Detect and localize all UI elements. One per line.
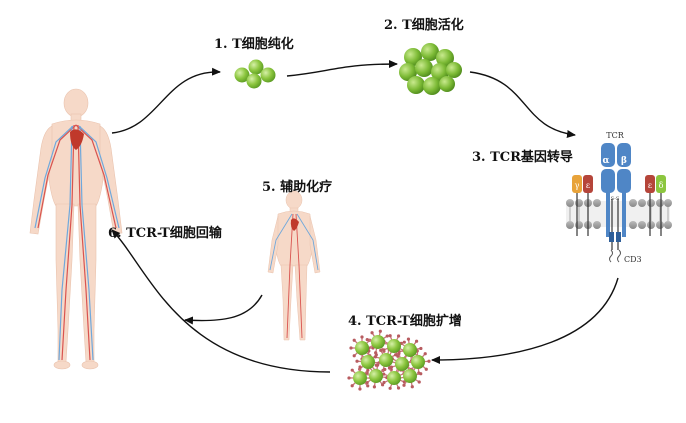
arrow-step2-to-step3 <box>470 72 575 135</box>
expanded-cell <box>403 343 417 357</box>
step-6-label: 6. TCR-T细胞回输 <box>108 222 222 241</box>
epsilon-label-left: ε <box>586 181 590 190</box>
beta-label: β <box>621 156 627 166</box>
gamma-label: γ <box>575 181 580 190</box>
expanded-cell <box>361 355 375 369</box>
human-figure-small <box>268 191 320 340</box>
expanded-cell <box>411 355 425 369</box>
expanded-cell <box>395 357 409 371</box>
step-5-label: 5. 辅助化疗 <box>262 176 332 195</box>
arrow-step5-to-step6 <box>185 295 262 321</box>
step-2-label: 2. T细胞活化 <box>384 14 464 33</box>
arrow-step1-to-step2 <box>287 64 397 76</box>
expanded-cell <box>387 339 401 353</box>
expanded-cell <box>379 353 393 367</box>
tcr-cd3-receptor: α β γ ε ε δ S-S TCR CD3 <box>566 131 672 264</box>
step-4-label: 4. TCR-T细胞扩增 <box>348 310 462 329</box>
disulfide-label: S-S <box>611 196 620 202</box>
cell-membrane <box>566 199 672 229</box>
expanded-tcr-t-cells <box>347 330 430 391</box>
expanded-cell <box>403 369 417 383</box>
cd3-label: CD3 <box>624 255 642 264</box>
tcr-label: TCR <box>606 131 624 140</box>
step-1-label: 1. T细胞纯化 <box>214 33 294 52</box>
expanded-cell <box>371 335 385 349</box>
delta-label: δ <box>659 181 664 190</box>
epsilon-label-right: ε <box>648 181 652 190</box>
arrow-body-to-step1 <box>112 72 220 133</box>
step-3-label: 3. TCR基因转导 <box>472 146 573 165</box>
expanded-cell <box>387 371 401 385</box>
expanded-cell <box>353 371 367 385</box>
expanded-cell <box>369 369 383 383</box>
expanded-cell <box>355 341 369 355</box>
alpha-label: α <box>603 156 610 166</box>
purified-t-cells <box>235 60 276 89</box>
activated-t-cells <box>399 43 462 95</box>
